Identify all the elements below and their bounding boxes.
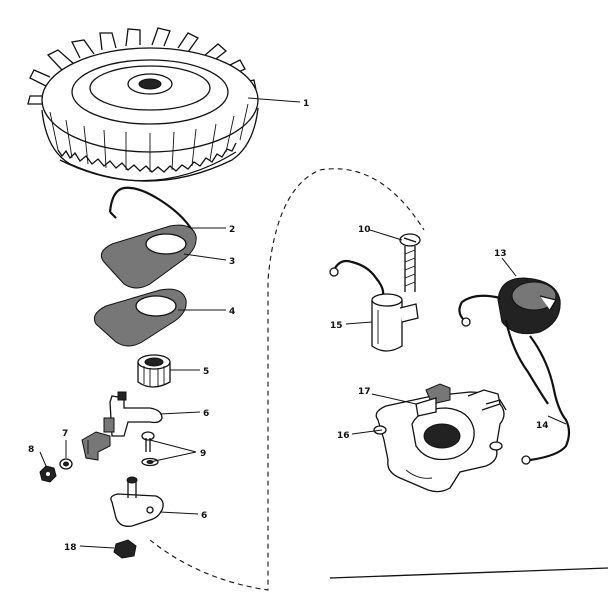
- leader-lines: [39, 97, 567, 549]
- nut-part: [39, 465, 57, 483]
- callout-14: 14: [536, 421, 549, 431]
- stator-plate-part: [373, 383, 507, 493]
- callout-1: 1: [303, 99, 309, 109]
- callout-4: 4: [229, 307, 235, 317]
- key-plate-part: [100, 224, 197, 289]
- callout-5: 5: [203, 367, 209, 377]
- callout-10: 10: [358, 225, 371, 235]
- felt-part: [113, 539, 137, 559]
- bushing-part: [137, 354, 171, 388]
- point-bracket-part: [81, 431, 111, 461]
- callout-7: 7: [62, 429, 68, 439]
- ignition-coil-part: [458, 277, 571, 465]
- assembly-boundary-dashed: [149, 168, 425, 591]
- screw-part: [399, 233, 421, 292]
- callout-13: 13: [494, 249, 507, 259]
- callout-16: 16: [337, 431, 350, 441]
- callout-6-upper: 6: [203, 409, 209, 419]
- callout-15: 15: [330, 321, 343, 331]
- plate-part: [110, 476, 164, 527]
- callout-17: 17: [358, 387, 371, 397]
- flywheel-part: [27, 27, 259, 182]
- gasket-part: [93, 288, 187, 347]
- callout-6-lower: 6: [201, 511, 207, 521]
- callout-9: 9: [200, 449, 206, 459]
- callout-labels: 1 2 3 4 5 6 7 8 9 6 18 10 13 15 17 16 14: [28, 99, 549, 553]
- callout-8: 8: [28, 445, 34, 455]
- breaker-arm-part: [103, 391, 163, 437]
- callout-3: 3: [229, 257, 235, 267]
- baseline-line: [329, 567, 608, 579]
- condenser-part: [329, 259, 419, 352]
- callout-2: 2: [229, 225, 235, 235]
- callout-18: 18: [64, 543, 77, 553]
- washer-part: [59, 458, 73, 470]
